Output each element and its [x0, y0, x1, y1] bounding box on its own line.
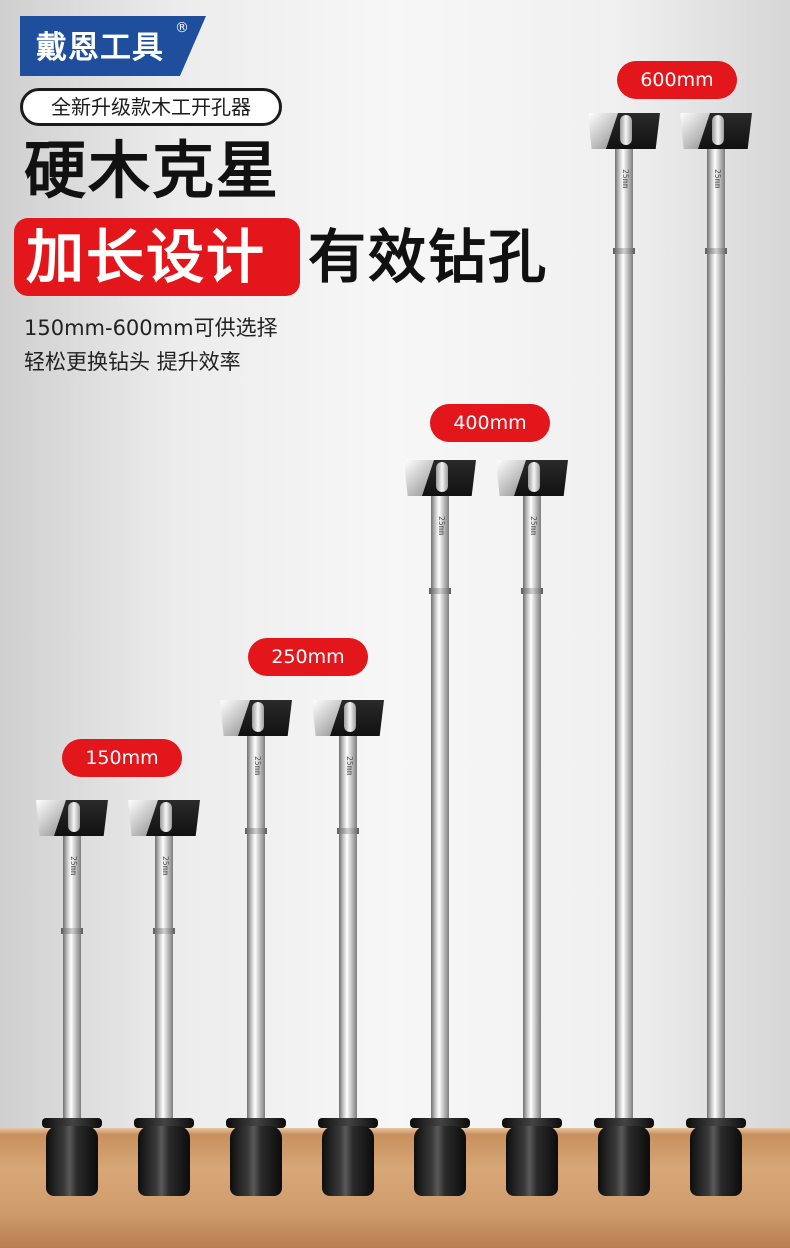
forstner-bit-600mm-right: 25mm: [680, 113, 752, 1196]
size-mark: 25mm: [621, 169, 630, 189]
size-mark: 25mm: [713, 169, 722, 189]
center-spur: [160, 802, 172, 832]
extension-shaft: [247, 736, 265, 1136]
base-ring: [594, 1118, 654, 1128]
base-ring: [226, 1118, 286, 1128]
registered-mark: ®: [175, 20, 189, 36]
center-spur: [252, 702, 264, 732]
size-mark: 25mm: [529, 516, 538, 536]
length-pill-250mm: 250mm: [248, 638, 368, 676]
forstner-bit-150mm-right: 25mm: [128, 800, 200, 1196]
base-holder: [690, 1126, 742, 1196]
base-ring: [686, 1118, 746, 1128]
center-spur: [436, 462, 448, 492]
base-holder: [230, 1126, 282, 1196]
size-mark: 25mm: [437, 516, 446, 536]
extension-shaft: [615, 149, 633, 1136]
feature-easy-change: 轻松更换钻头 提升效率: [24, 350, 241, 374]
brand-badge: [20, 16, 206, 76]
base-ring: [318, 1118, 378, 1128]
center-spur: [344, 702, 356, 732]
size-mark: 25mm: [69, 856, 78, 876]
shaft-collar: [613, 248, 635, 254]
length-pill-400mm: 400mm: [430, 404, 550, 442]
forstner-bit-250mm-right: 25mm: [312, 700, 384, 1196]
shaft-collar: [153, 928, 175, 934]
extension-shaft: [339, 736, 357, 1136]
extension-shaft: [155, 836, 173, 1136]
feature-length-range: 150mm-600mm可供选择: [24, 316, 278, 340]
length-pill-600mm: 600mm: [617, 61, 737, 99]
base-ring: [134, 1118, 194, 1128]
forstner-bit-600mm-left: 25mm: [588, 113, 660, 1196]
forstner-bit-150mm-left: 25mm: [36, 800, 108, 1196]
base-holder: [322, 1126, 374, 1196]
shaft-collar: [429, 588, 451, 594]
highlight-rest-text: 有效钻孔: [308, 223, 549, 291]
forstner-bit-250mm-left: 25mm: [220, 700, 292, 1196]
shaft-collar: [521, 588, 543, 594]
base-holder: [506, 1126, 558, 1196]
center-spur: [528, 462, 540, 492]
shaft-collar: [61, 928, 83, 934]
shaft-collar: [245, 828, 267, 834]
forstner-bit-400mm-left: 25mm: [404, 460, 476, 1196]
length-pill-150mm: 150mm: [62, 739, 182, 777]
center-spur: [620, 115, 632, 145]
brand-name: 戴恩工具: [36, 30, 164, 66]
highlight-boxed-text: 加长设计: [26, 223, 267, 291]
forstner-bit-400mm-right: 25mm: [496, 460, 568, 1196]
headline: 硬木克星: [24, 134, 281, 207]
size-mark: 25mm: [161, 856, 170, 876]
center-spur: [712, 115, 724, 145]
shaft-collar: [705, 248, 727, 254]
subtitle-pill: 全新升级款木工开孔器: [20, 88, 282, 126]
shaft-collar: [337, 828, 359, 834]
base-holder: [414, 1126, 466, 1196]
extension-shaft: [63, 836, 81, 1136]
wood-table-edge: [0, 1128, 790, 1134]
base-ring: [502, 1118, 562, 1128]
wood-table-surface: [0, 1128, 790, 1248]
center-spur: [68, 802, 80, 832]
highlight-box: [14, 218, 300, 296]
base-ring: [42, 1118, 102, 1128]
base-holder: [138, 1126, 190, 1196]
size-mark: 25mm: [253, 756, 262, 776]
extension-shaft: [523, 496, 541, 1136]
extension-shaft: [431, 496, 449, 1136]
size-mark: 25mm: [345, 756, 354, 776]
base-holder: [46, 1126, 98, 1196]
base-ring: [410, 1118, 470, 1128]
extension-shaft: [707, 149, 725, 1136]
base-holder: [598, 1126, 650, 1196]
